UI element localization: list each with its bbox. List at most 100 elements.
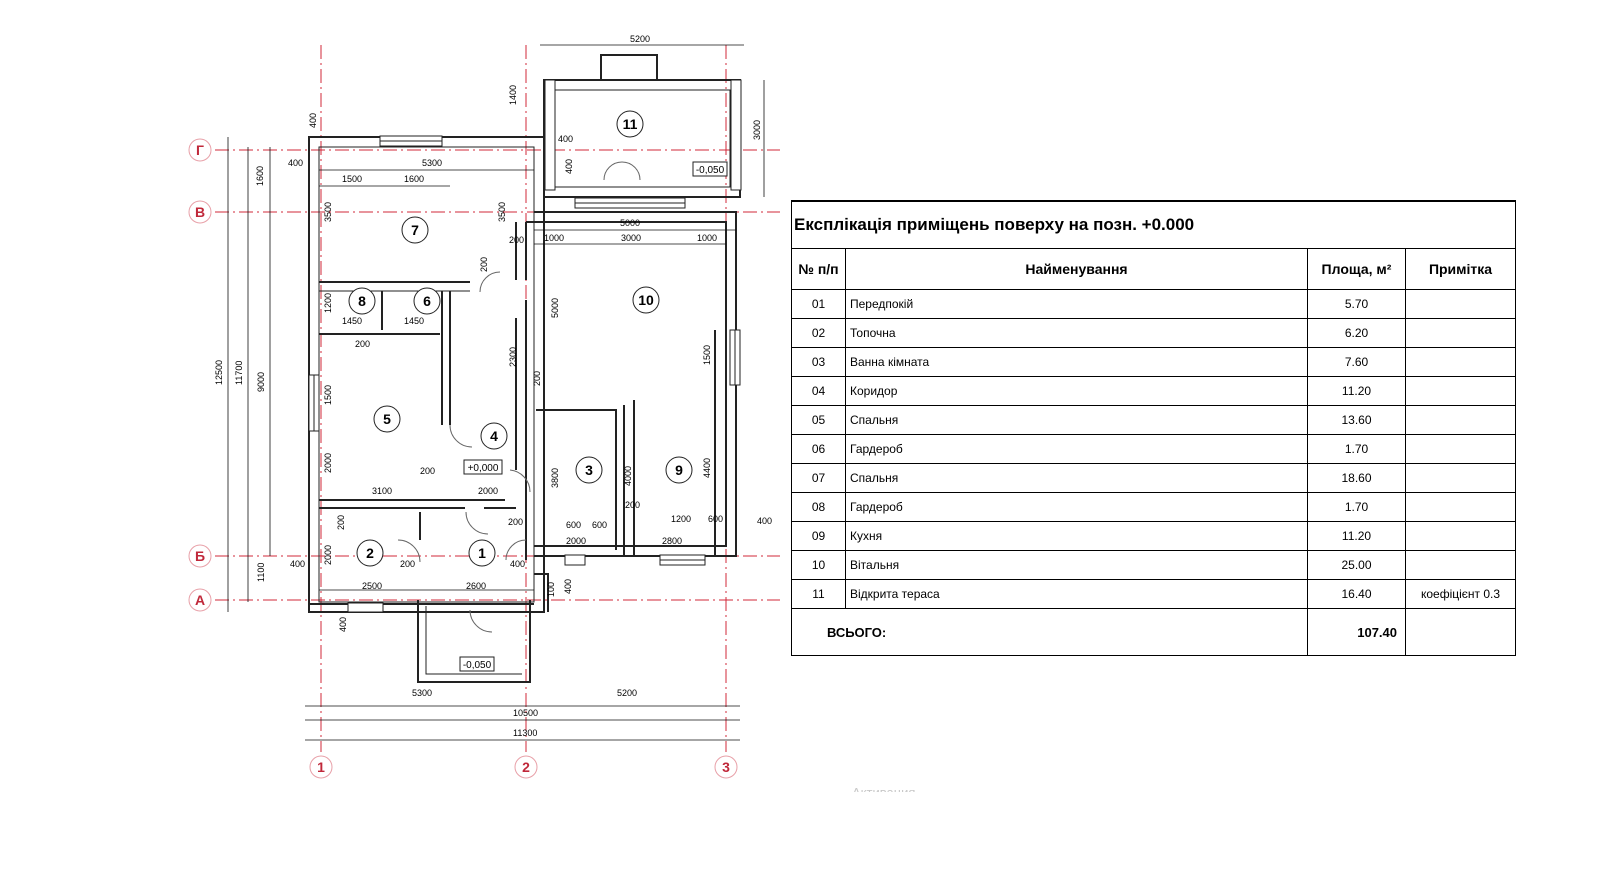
level-label: +0,000 [468, 463, 499, 474]
dim-label: 3100 [372, 486, 392, 496]
level-mark-porch: -0,050 [459, 656, 495, 672]
dim-label: 200 [625, 500, 640, 510]
cell-no: 04 [791, 376, 846, 406]
dim-label: 1600 [255, 166, 265, 186]
dim-label: 400 [308, 113, 318, 128]
dim-label: 200 [355, 339, 370, 349]
total-value: 107.40 [1307, 608, 1406, 656]
dim-label: 200 [509, 235, 524, 245]
cell-name: Передпокій [845, 289, 1308, 319]
cell-name: Спальня [845, 463, 1308, 493]
room-marker-5: 5 [373, 405, 401, 433]
room-number: 9 [675, 462, 683, 478]
dim-label: 600 [566, 520, 581, 530]
dim-label: 2000 [323, 545, 333, 565]
cell-area: 1.70 [1307, 434, 1406, 464]
dim-label: 1450 [404, 316, 424, 326]
table-title-row: Експлікація приміщень поверху на позн. +… [790, 200, 1517, 249]
dim-label: 1450 [342, 316, 362, 326]
cell-area: 11.20 [1307, 521, 1406, 551]
room-number: 3 [585, 462, 593, 478]
cell-name: Ванна кімната [845, 347, 1308, 377]
level-label: -0,050 [696, 165, 725, 176]
cell-area: 1.70 [1307, 492, 1406, 522]
axis-marker-row-b: Б [188, 544, 212, 568]
dim-label: 2300 [508, 347, 518, 367]
axis-marker-col-3: 3 [714, 755, 738, 779]
level-label: -0,050 [463, 660, 492, 671]
dim-label: 1200 [323, 293, 333, 313]
cell-note [1404, 434, 1517, 464]
cell-no: 09 [791, 521, 846, 551]
dim-label: 2000 [478, 486, 498, 496]
table-header-row: № п/п Найменування Площа, м² Примітка [791, 248, 1517, 290]
dim-label: 400 [510, 559, 525, 569]
dim-label: 200 [479, 257, 489, 272]
dim-label: 12500 [214, 360, 224, 385]
dim-label: 400 [564, 159, 574, 174]
cell-no: 03 [791, 347, 846, 377]
dim-label: 11300 [513, 728, 537, 738]
dimension-labels: 5200 1400 400 3000 400 400 400 5300 1500… [214, 34, 772, 738]
axis-marker-row-v: В [188, 200, 212, 224]
room-number: 1 [478, 545, 486, 561]
axis-label-v: В [195, 204, 205, 220]
dim-label: 400 [558, 134, 573, 144]
room-explication-table: Експлікація приміщень поверху на позн. +… [790, 200, 1517, 656]
dim-label: 3800 [550, 468, 560, 488]
dim-label: 100 [546, 582, 556, 597]
dim-label: 1500 [702, 345, 712, 365]
dim-label: 2800 [662, 536, 682, 546]
dim-label: 600 [592, 520, 607, 530]
cell-no: 02 [791, 318, 846, 348]
cell-area: 16.40 [1307, 579, 1406, 609]
total-label: ВСЬОГО: [791, 608, 1308, 656]
dim-label: 400 [338, 617, 348, 632]
cell-no: 11 [791, 579, 846, 609]
table-title: Експлікація приміщень поверху на позн. +… [790, 200, 1517, 249]
dim-label: 3500 [497, 202, 507, 222]
cell-name: Коридор [845, 376, 1308, 406]
room-marker-8: 8 [348, 287, 376, 315]
room-marker-1: 1 [468, 539, 496, 567]
cell-no: 07 [791, 463, 846, 493]
cell-note [1404, 405, 1517, 435]
cell-name: Відкрита тераса [845, 579, 1308, 609]
dim-label: 10500 [513, 708, 538, 718]
cell-note [1404, 347, 1517, 377]
axis-label-1: 1 [317, 759, 325, 775]
dim-label: 400 [563, 579, 573, 594]
dim-label: 2000 [323, 453, 333, 473]
cell-no: 06 [791, 434, 846, 464]
dim-label: 1600 [404, 174, 424, 184]
cell-area: 25.00 [1307, 550, 1406, 580]
dim-label: 2600 [466, 581, 486, 591]
axis-label-b: Б [195, 548, 205, 564]
dim-label: 5200 [630, 34, 650, 44]
dim-label: 9000 [256, 372, 266, 392]
dim-label: 1200 [671, 514, 691, 524]
room-number: 11 [623, 116, 638, 132]
total-row: ВСЬОГО: 107.40 [791, 608, 1517, 656]
dim-label: 5000 [620, 218, 640, 228]
cell-area: 5.70 [1307, 289, 1406, 319]
cell-note [1404, 492, 1517, 522]
dim-label: 2000 [566, 536, 586, 546]
dim-label: 3000 [621, 233, 641, 243]
room-number: 4 [490, 428, 498, 444]
dim-label: 200 [420, 466, 435, 476]
cell-name: Гардероб [845, 492, 1308, 522]
room-marker-4: 4 [480, 422, 508, 450]
dim-label: 5000 [550, 298, 560, 318]
dim-label: 200 [400, 559, 415, 569]
room-number: 7 [411, 222, 419, 238]
axis-label-a: А [195, 592, 205, 608]
dim-label: 4400 [702, 458, 712, 478]
cell-name: Спальня [845, 405, 1308, 435]
